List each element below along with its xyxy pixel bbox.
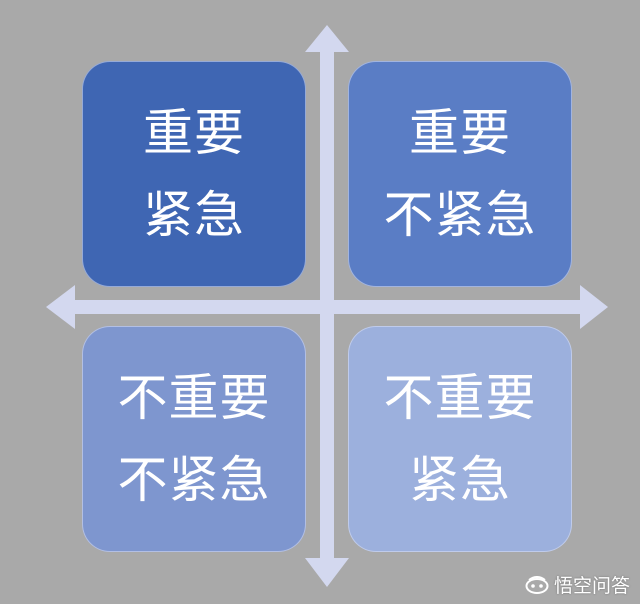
quadrant-not-important-not-urgent: 不重要 不紧急 xyxy=(82,326,306,552)
wukong-logo-icon xyxy=(525,575,549,594)
arrow-down-icon xyxy=(305,558,349,587)
quadrant-label-line1: 重要 xyxy=(409,104,511,162)
quadrant-not-important-urgent: 不重要 紧急 xyxy=(348,326,572,552)
arrow-left-icon xyxy=(46,285,75,329)
quadrant-label-line2: 不紧急 xyxy=(383,186,537,244)
quadrant-label-line1: 不重要 xyxy=(383,369,537,427)
horizontal-axis xyxy=(72,300,584,314)
quadrant-label-line1: 重要 xyxy=(143,104,245,162)
quadrant-label-line2: 不紧急 xyxy=(117,451,271,509)
quadrant-important-urgent: 重要 紧急 xyxy=(82,61,306,287)
watermark: 悟空问答 xyxy=(525,571,630,598)
watermark-text: 悟空问答 xyxy=(553,575,630,597)
quadrant-important-not-urgent: 重要 不紧急 xyxy=(348,61,572,287)
arrow-up-icon xyxy=(305,25,349,52)
quadrant-label-line1: 不重要 xyxy=(117,369,271,427)
arrow-right-icon xyxy=(580,285,608,329)
quadrant-label-line2: 紧急 xyxy=(409,451,511,509)
quadrant-label-line2: 紧急 xyxy=(143,186,245,244)
